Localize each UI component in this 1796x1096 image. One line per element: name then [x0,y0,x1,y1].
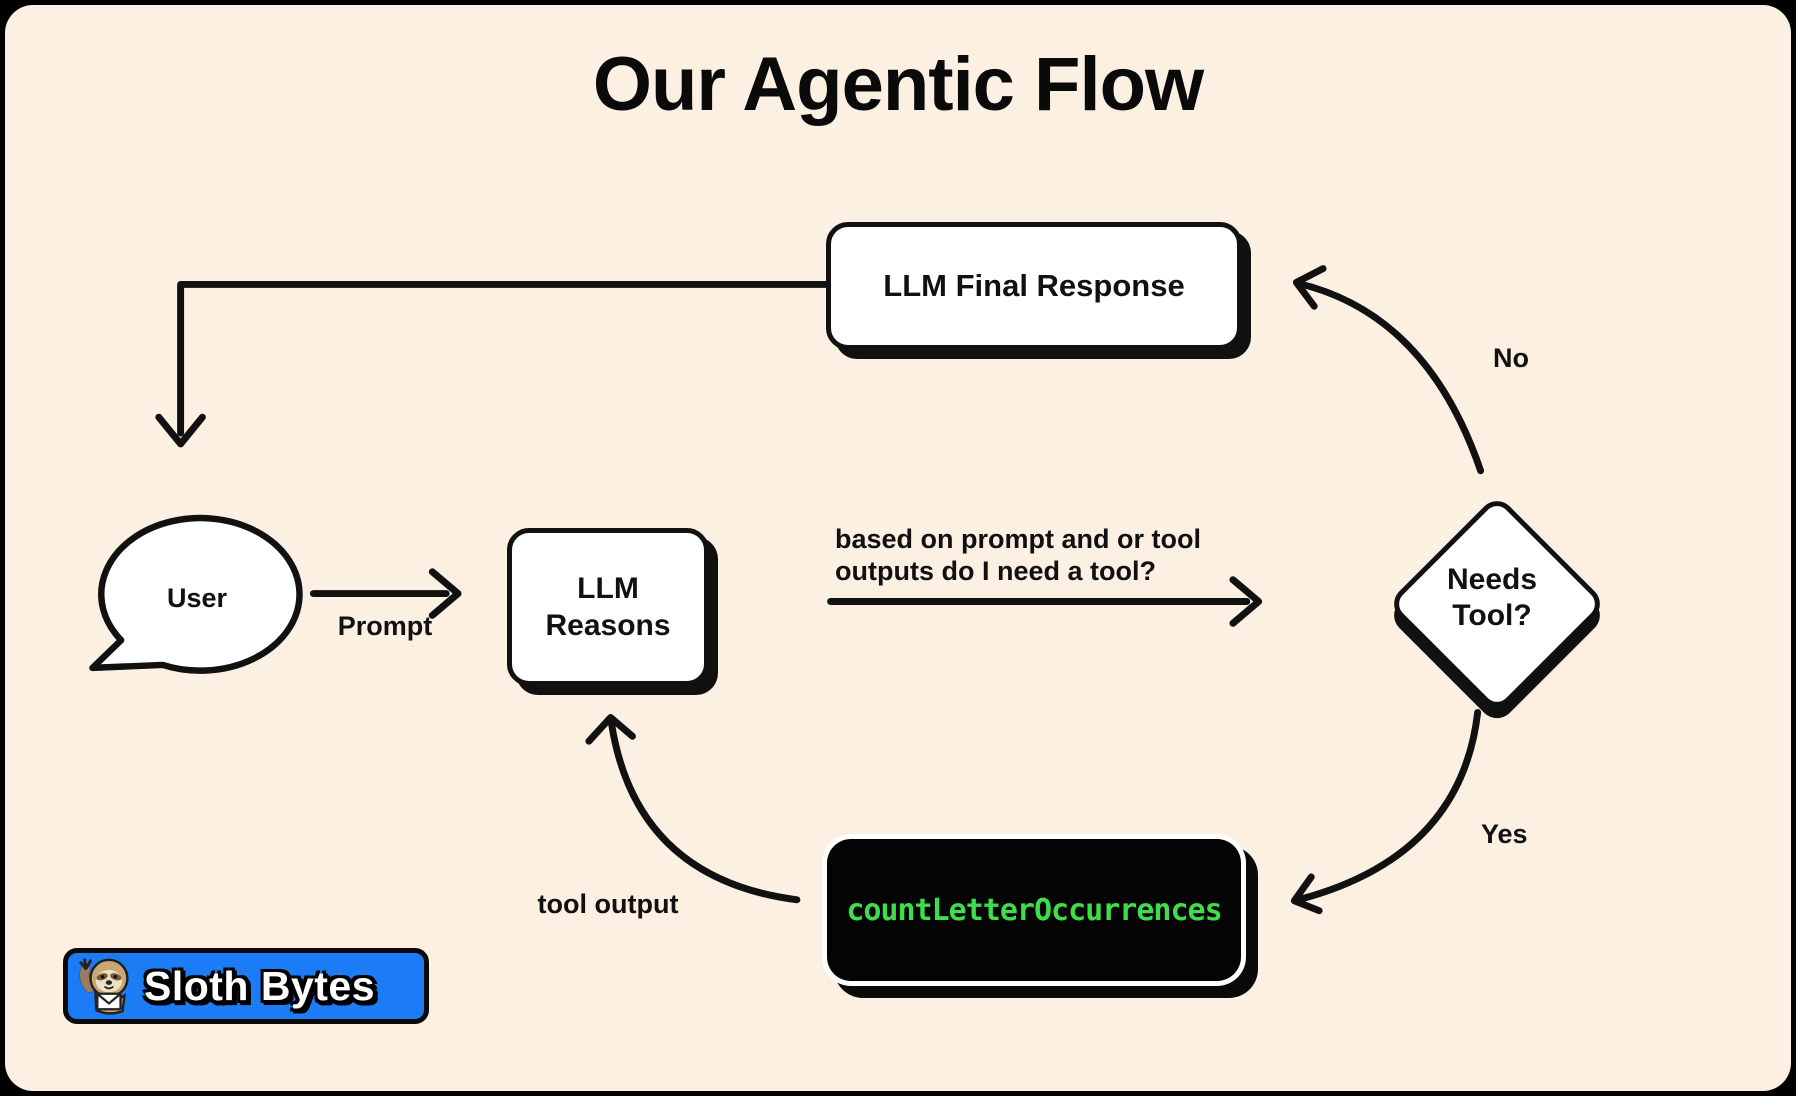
arrow-llm-reasons-to-needs-tool [827,576,1263,627]
edge-label-no: No [1493,343,1529,373]
page-background: Our Agentic Flow [5,5,1791,1091]
sloth-mascot-icon [79,958,129,1015]
edge-label-tool-output: tool output [537,889,679,919]
node-tool-call: countLetterOccurrences [827,839,1241,981]
node-llm-reasons: LLM Reasons [507,528,709,686]
edge-label-question: based on prompt and or tool outputs do I… [835,524,1201,587]
arrow-no-to-final-response [1292,265,1485,475]
arrow-tool-output-to-llm-reasons [585,713,801,904]
arrow-user-to-llm-reasons [309,568,462,619]
sloth-bytes-logo-text: Sloth Bytes [144,962,376,1009]
user-speech-bubble [89,514,303,674]
flow-arrows-layer [89,265,1485,915]
diagram-title: Our Agentic Flow [592,42,1204,127]
arrow-yes-to-tool-call [1290,709,1482,915]
arrow-final-response-to-user [155,280,831,448]
edge-label-prompt: Prompt [337,611,433,641]
node-user-label: User [166,583,228,613]
node-llm-final-response-label: LLM Final Response [883,268,1185,303]
edge-label-yes: Yes [1481,819,1528,849]
node-llm-final-response: LLM Final Response [826,222,1242,350]
node-needs-tool-label: Needs Tool? [1446,563,1538,632]
node-tool-call-label: countLetterOccurrences [846,892,1222,928]
sloth-bytes-logo: Sloth Bytes [63,948,429,1024]
node-llm-reasons-label: LLM Reasons [545,571,671,643]
